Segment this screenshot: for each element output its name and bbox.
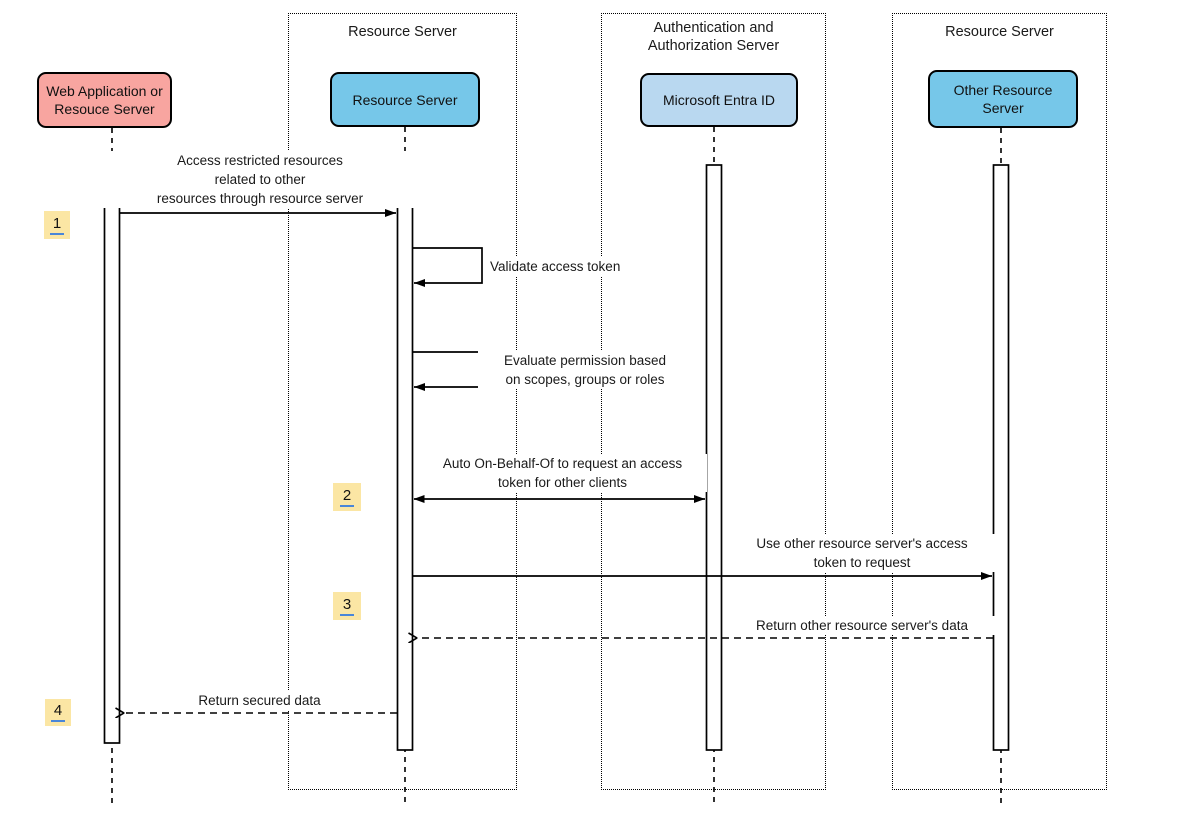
- group-title-text: Authentication and: [653, 20, 774, 36]
- step-number: 3: [339, 596, 355, 616]
- actor-label: Web Application or: [46, 83, 163, 99]
- message-text: token for other clients: [497, 475, 628, 490]
- step-number: 4: [50, 703, 66, 722]
- step-badge-2: 2: [333, 483, 361, 511]
- group-box-resource-server-right: Resource Server: [892, 13, 1107, 790]
- message-text: Validate access token: [490, 259, 621, 274]
- self-message-evaluate-arrow: [413, 351, 483, 391]
- message-3-label: Use other resource server's access token…: [726, 534, 998, 572]
- step-badge-4: 4: [45, 699, 71, 726]
- message-text: Return other resource server's data: [756, 618, 968, 633]
- group-title-text: Authorization Server: [647, 38, 780, 54]
- message-text: resources through resource server: [156, 191, 364, 206]
- group-title-resource-server-left: Resource Server: [289, 23, 516, 41]
- group-box-resource-server-left: Resource Server: [288, 13, 517, 790]
- activation-bar-other-resource-server: [992, 164, 1010, 751]
- self-message-evaluate-label: Evaluate permission based on scopes, gro…: [478, 351, 692, 389]
- message-2-label: Auto On-Behalf-Of to request an access t…: [418, 454, 707, 492]
- actor-label: Microsoft Entra ID: [662, 92, 776, 108]
- group-title-resource-server-right: Resource Server: [893, 23, 1106, 41]
- message-text: Evaluate permission based: [503, 353, 667, 368]
- message-3-return-label: Return other resource server's data: [726, 616, 998, 635]
- actor-web-application: Web Application or Resouce Server: [37, 72, 172, 128]
- message-text: Return secured data: [198, 693, 321, 708]
- step-badge-3: 3: [333, 592, 361, 620]
- actor-other-resource-server: Other Resource Server: [928, 70, 1078, 128]
- self-message-validate-label: Validate access token: [488, 257, 623, 276]
- message-text: Access restricted resources: [177, 153, 343, 168]
- self-message-validate-arrow: [413, 247, 483, 287]
- message-text: on scopes, groups or roles: [505, 372, 665, 387]
- actor-label: Resource Server: [352, 91, 458, 108]
- actor-label: Server: [982, 100, 1024, 116]
- group-box-auth-server: Authentication and Authorization Server: [601, 13, 826, 790]
- group-title-text: Resource Server: [945, 24, 1054, 40]
- activation-bar-web-application: [103, 162, 121, 744]
- message-text: Use other resource server's access: [756, 536, 968, 551]
- actor-resource-server: Resource Server: [330, 72, 480, 127]
- actor-label: Resouce Server: [54, 101, 155, 117]
- group-title-auth-server: Authentication and Authorization Server: [602, 19, 825, 55]
- actor-label: Other Resource: [953, 82, 1053, 98]
- message-text: related to other: [214, 172, 306, 187]
- actor-microsoft-entra-id: Microsoft Entra ID: [640, 73, 798, 127]
- activation-bar-microsoft-entra-id: [705, 164, 723, 751]
- message-text: Auto On-Behalf-Of to request an access: [442, 456, 683, 471]
- message-1-label: Access restricted resources related to o…: [98, 151, 422, 208]
- step-number: 2: [339, 487, 355, 507]
- activation-bar-resource-server: [396, 164, 414, 751]
- message-text: token to request: [813, 555, 911, 570]
- message-4-return-label: Return secured data: [130, 691, 389, 710]
- group-title-text: Resource Server: [348, 24, 457, 40]
- step-badge-1: 1: [44, 211, 70, 239]
- step-number: 1: [49, 215, 65, 235]
